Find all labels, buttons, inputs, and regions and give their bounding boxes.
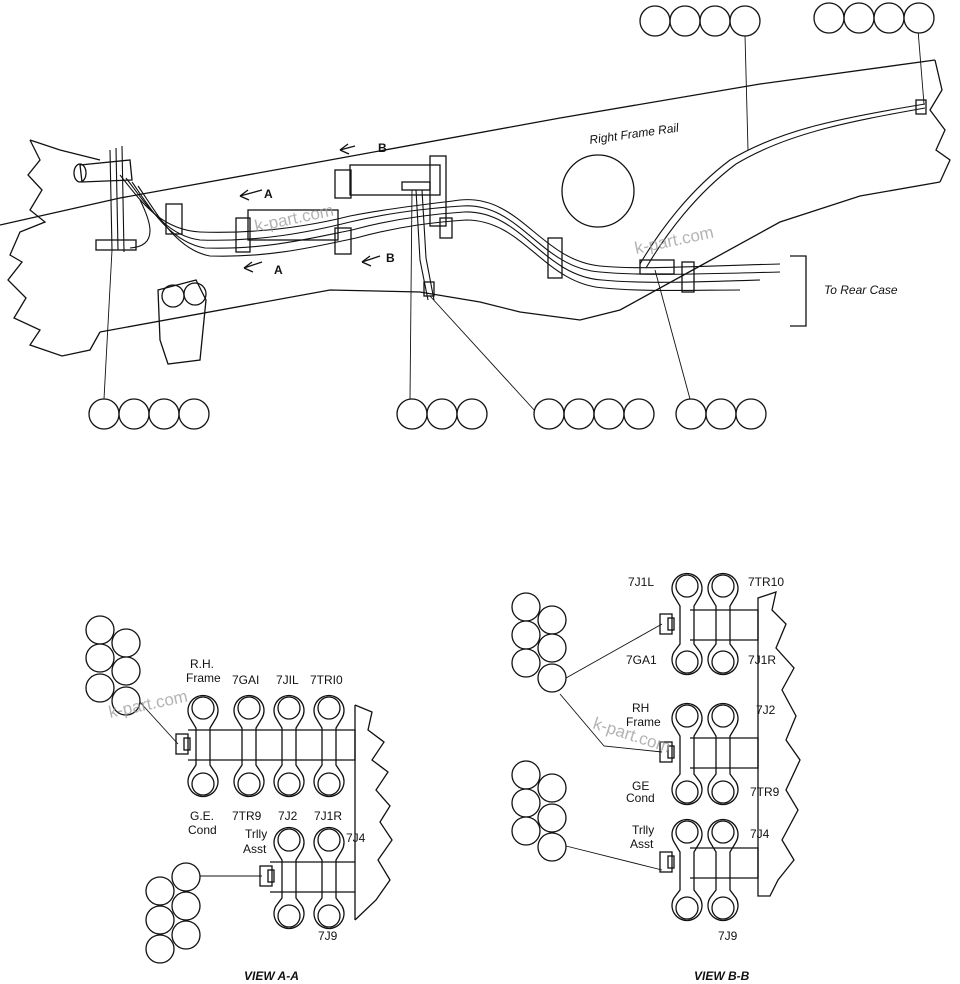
- bb-label-ge: GE: [632, 779, 649, 793]
- bb-label-7j9: 7J9: [718, 929, 738, 943]
- bb-label-7ga1: 7GA1: [626, 653, 657, 667]
- frame-outline: [0, 59, 951, 365]
- aa-label-7j4: 7J4: [346, 831, 366, 845]
- harness-clamps: [95, 99, 927, 297]
- bb-label-rh: RH: [632, 701, 649, 715]
- aa-label-asst: Asst: [243, 842, 267, 856]
- section-markers: B A A B: [239, 141, 395, 277]
- bb-label-7j1l: 7J1L: [628, 575, 654, 589]
- aa-label-7j2: 7J2: [278, 809, 298, 823]
- aa-lower-clips: [273, 826, 345, 930]
- bb-label-7j4: 7J4: [750, 827, 770, 841]
- bb-label-frame: Frame: [626, 715, 661, 729]
- leader-lines-top: [103, 29, 925, 413]
- aa-label-cond: Cond: [188, 823, 217, 837]
- to-rear-case-label: To Rear Case: [824, 283, 898, 297]
- aa-label-frame: Frame: [186, 671, 221, 685]
- bb-label-asst: Asst: [630, 837, 654, 851]
- section-a-bottom: A: [274, 263, 283, 277]
- bb-label-cond: Cond: [626, 791, 655, 805]
- bb-label-7j2: 7J2: [756, 703, 776, 717]
- view-bb-title: VIEW B-B: [694, 969, 750, 983]
- view-aa-title: VIEW A-A: [244, 969, 299, 983]
- aa-label-rh: R.H.: [190, 657, 214, 671]
- section-a-top: A: [264, 187, 273, 201]
- aa-label-ge: G.E.: [190, 809, 214, 823]
- aa-label-7tri0: 7TRI0: [310, 673, 343, 687]
- aa-label-7jil: 7JIL: [276, 673, 299, 687]
- bb-label-7tr9: 7TR9: [750, 785, 780, 799]
- view-bb: 7J1L 7TR10 7GA1 7J1R RH Frame 7J2 GE Con…: [511, 572, 801, 983]
- section-b-top: B: [378, 141, 387, 155]
- bb-clips: [671, 572, 739, 922]
- watermark-1: k-part.com: [253, 201, 335, 236]
- watermark-2: k-part.com: [633, 223, 715, 258]
- aa-label-7j1r: 7J1R: [314, 809, 342, 823]
- bb-label-7j1r: 7J1R: [748, 653, 776, 667]
- aa-label-7tr9: 7TR9: [232, 809, 262, 823]
- aa-label-7j9: 7J9: [318, 929, 338, 943]
- cable-harness: [109, 103, 926, 301]
- view-aa: R.H. Frame 7GAI 7JIL 7TRI0 G.E. Cond 7TR…: [85, 615, 393, 983]
- bb-label-trlly: Trlly: [632, 823, 654, 837]
- section-b-bottom: B: [386, 251, 395, 265]
- bb-label-7tr10: 7TR10: [748, 575, 784, 589]
- aa-upper-clips: [187, 694, 345, 798]
- callout-bubbles-top: [88, 2, 935, 430]
- right-frame-rail-label: Right Frame Rail: [588, 121, 679, 147]
- aa-label-trlly: Trlly: [245, 827, 267, 841]
- aa-label-7gai: 7GAI: [232, 673, 259, 687]
